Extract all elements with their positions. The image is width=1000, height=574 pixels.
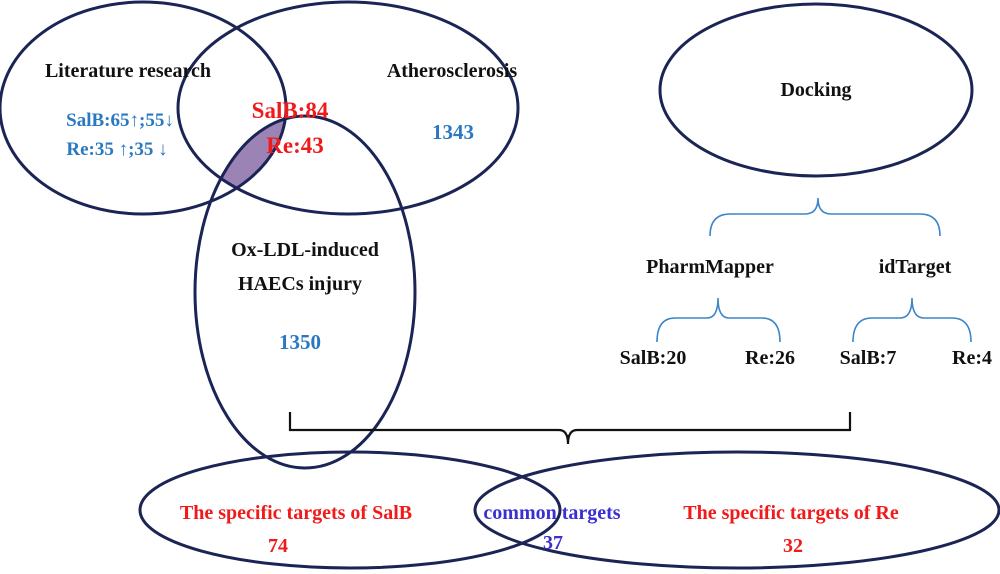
oxldl-haecs-ellipse [193, 114, 417, 470]
idtarget-re-count: Re:4 [952, 347, 992, 369]
oxldl-title-line1: Ox-LDL-induced [231, 239, 379, 261]
oxldl-count: 1350 [279, 330, 321, 354]
docking-ellipse [658, 2, 974, 178]
idtarget-label: idTarget [879, 256, 952, 278]
re-specific-count: 32 [783, 535, 803, 557]
atherosclerosis-count: 1343 [432, 120, 474, 144]
oxldl-title-line2: HAECs injury [238, 273, 362, 295]
literature-salb-counts: SalB:65↑;55↓ [66, 110, 174, 131]
literature-research-title: Literature research [45, 60, 211, 82]
merge-brace [288, 412, 852, 445]
pharmmapper-label: PharmMapper [646, 256, 774, 278]
pharmmapper-re-count: Re:26 [745, 347, 795, 369]
common-targets-count: 37 [543, 532, 563, 554]
re-targets-ellipse [473, 450, 1000, 570]
pharmmapper-brace [656, 297, 781, 343]
docking-split-brace [709, 197, 941, 237]
literature-re-counts: Re:35 ↑;35 ↓ [66, 139, 167, 160]
atherosclerosis-ellipse [176, 0, 520, 216]
idtarget-salb-count: SalB:7 [840, 347, 897, 369]
common-targets-label: common targets [483, 502, 620, 524]
pharmmapper-salb-count: SalB:20 [620, 347, 687, 369]
salb-specific-label: The specific targets of SalB [180, 502, 412, 524]
intersection-re: Re:43 [266, 133, 323, 158]
literature-research-ellipse [0, 0, 288, 216]
salb-targets-ellipse [138, 450, 562, 570]
idtarget-brace [852, 297, 972, 343]
re-specific-label: The specific targets of Re [683, 502, 899, 524]
salb-specific-count: 74 [268, 535, 288, 557]
atherosclerosis-title: Atherosclerosis [387, 60, 518, 82]
intersection-salb: SalB:84 [252, 98, 329, 123]
docking-title: Docking [780, 79, 851, 101]
